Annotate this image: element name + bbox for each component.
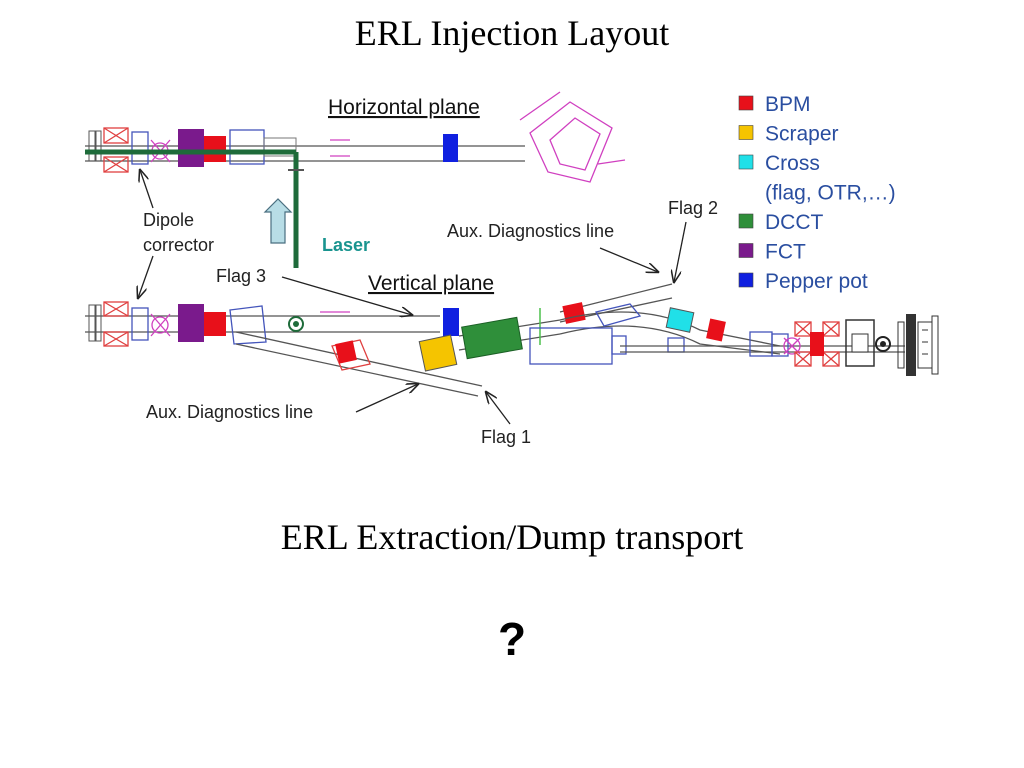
legend-label-5: Pepper pot [765,270,868,293]
vertical-plane-label: Vertical plane [368,272,494,295]
fct-h [178,129,204,167]
dipole-v [229,305,267,345]
dcct [461,316,523,360]
solenoid-icon [794,321,840,367]
pepper-pot-v [443,308,459,336]
question-mark: ? [497,613,527,665]
solenoid-icon [103,127,129,173]
aux-diagnostics-upper-label: Aux. Diagnostics line [447,221,614,241]
slide-subtitle: ERL Extraction/Dump transport [280,517,744,557]
legend-swatch-1 [738,125,754,140]
magenta-coil-icon [783,337,801,355]
magenta-coil-icon [150,313,171,337]
bpm-v [204,312,226,336]
fct-v [178,304,204,342]
legend-swatch-3 [738,213,754,229]
legend-swatch-2 [738,154,754,170]
bpm-v2 [706,318,726,342]
cross [665,307,695,333]
legend-label-4: FCT [765,241,806,264]
bpm-aux-upper [562,302,586,324]
dipole-magnet-h [519,91,626,183]
bpm-end [810,332,824,356]
pepper-pot-h [443,134,458,162]
beam-dump-station [845,314,939,376]
bpm-h [204,136,226,162]
legend-sublabel-2: (flag, OTR,…) [765,182,896,205]
laser-port-icon [288,316,304,332]
element-box-h [229,129,265,165]
vertical-beamline [85,283,939,397]
legend-label-1: Scraper [765,123,839,146]
flag3-label: Flag 3 [216,266,266,286]
dipole-corrector-v [131,307,149,341]
legend-swatch-0 [738,95,754,111]
legend-swatch-4 [738,243,754,258]
horizontal-plane-label: Horizontal plane [328,96,480,119]
dipole-corrector-label-2: corrector [143,235,214,255]
dipole-corrector-h [131,131,149,165]
horizontal-beamline [85,91,626,268]
slide-title: ERL Injection Layout [354,13,670,53]
flag1-label: Flag 1 [481,427,531,447]
solenoid-icon [103,301,129,347]
laser-path [85,149,304,268]
dipole-corrector-label-1: Dipole [143,210,194,230]
flag2-label: Flag 2 [668,198,718,218]
scraper [418,334,458,372]
laser-up-arrow-icon [263,198,293,244]
aux-diagnostics-lower-label: Aux. Diagnostics line [146,402,313,422]
element-box-v [529,327,613,365]
laser-label: Laser [322,235,370,255]
legend-label-3: DCCT [765,211,823,234]
legend-label-0: BPM [765,93,811,116]
legend-swatch-5 [738,272,754,288]
legend-label-2: Cross [765,152,820,175]
bpm-aux-lower [335,340,357,364]
